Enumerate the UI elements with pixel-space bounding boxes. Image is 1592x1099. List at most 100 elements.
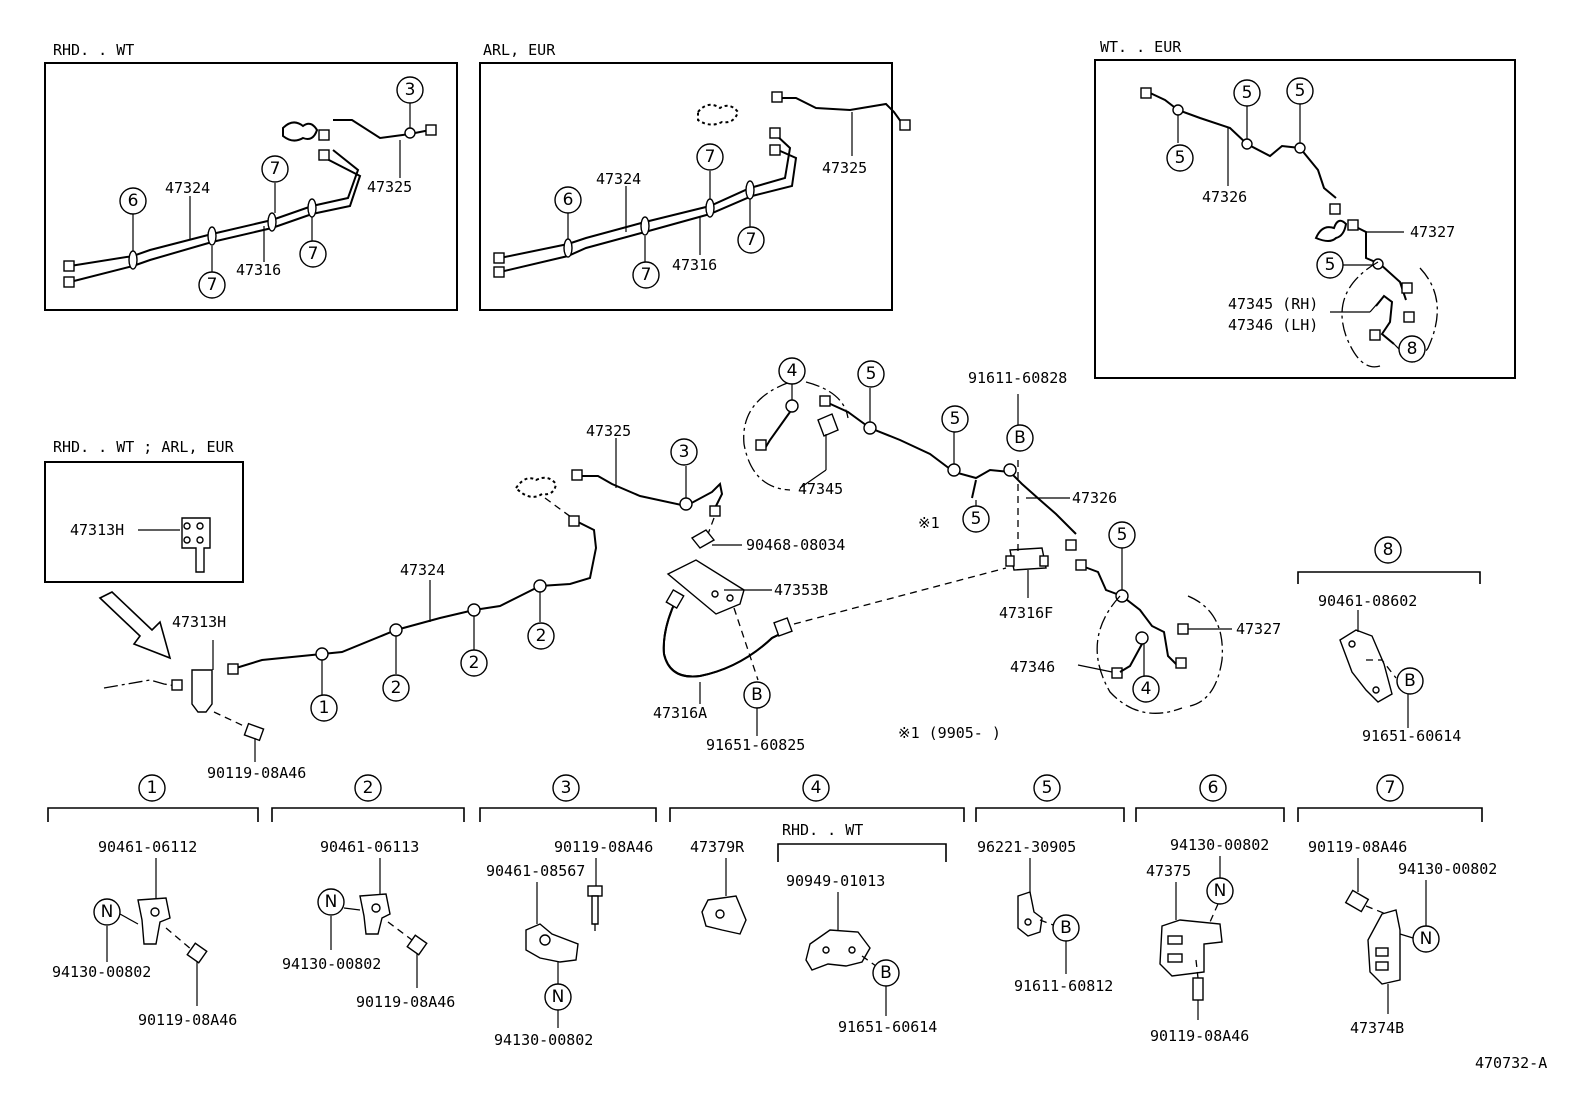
label-47316f: 47316F bbox=[999, 604, 1053, 622]
inset-box-arl-eur bbox=[479, 62, 893, 311]
svg-text:7: 7 bbox=[207, 275, 218, 295]
svg-text:90119-08A46: 90119-08A46 bbox=[554, 838, 653, 856]
svg-text:90119-08A46: 90119-08A46 bbox=[1150, 1027, 1249, 1045]
svg-text:4: 4 bbox=[787, 361, 798, 381]
label-47316-inset1: 47316 bbox=[236, 261, 281, 279]
bracket-47313h-inset bbox=[138, 517, 211, 573]
label-91651-60825: 91651-60825 bbox=[706, 736, 805, 754]
diagram-id: 470732-A bbox=[1475, 1054, 1547, 1072]
inset-title-arl-eur: ARL, EUR bbox=[483, 41, 556, 59]
svg-text:47375: 47375 bbox=[1146, 862, 1191, 880]
callout-6-inset1: 6 bbox=[119, 187, 147, 215]
label-47316-inset2: 47316 bbox=[672, 256, 717, 274]
svg-text:90461-06113: 90461-06113 bbox=[320, 838, 419, 856]
legend-group-4: 4 47379R RHD. . WT 90949-01013 B 91651-6… bbox=[669, 774, 965, 1036]
svg-text:94130-00802: 94130-00802 bbox=[282, 955, 381, 973]
callout-5-main-a: 5 bbox=[857, 360, 885, 388]
svg-text:8: 8 bbox=[1407, 339, 1418, 359]
main-pipes bbox=[103, 381, 1409, 762]
callout-4-main-a: 4 bbox=[778, 357, 806, 385]
inset-title-rhd-wt-arl-eur: RHD. . WT ; ARL, EUR bbox=[53, 438, 235, 456]
svg-text:47374B: 47374B bbox=[1350, 1019, 1404, 1037]
callout-7-inset1-a: 7 bbox=[261, 155, 289, 183]
callout-7-inset2-a: 7 bbox=[696, 143, 724, 171]
label-90468-08034: 90468-08034 bbox=[746, 536, 845, 554]
arrow-indicator bbox=[98, 591, 172, 660]
callout-2-main-b: 2 bbox=[460, 649, 488, 677]
callout-5-inset3-a: 5 bbox=[1233, 79, 1261, 107]
inset-title-wt-eur: WT. . EUR bbox=[1100, 38, 1182, 56]
svg-text:5: 5 bbox=[950, 409, 961, 429]
svg-text:N: N bbox=[325, 892, 338, 912]
label-47346-lh: 47346 (LH) bbox=[1228, 316, 1318, 334]
inset-arl-eur-pipes bbox=[493, 91, 911, 278]
inset-box-rhd-wt bbox=[44, 62, 458, 311]
callout-7-inset1-c: 7 bbox=[299, 240, 327, 268]
cloud-mark bbox=[697, 103, 740, 126]
svg-text:5: 5 bbox=[1295, 81, 1306, 101]
svg-text:B: B bbox=[1404, 671, 1416, 691]
callout-3-inset1: 3 bbox=[396, 76, 424, 104]
callout-b-main-a: B bbox=[1006, 424, 1034, 452]
callout-4-main-b: 4 bbox=[1132, 675, 1160, 703]
svg-text:B: B bbox=[1014, 428, 1026, 448]
svg-text:B: B bbox=[751, 685, 763, 705]
label-91651-60614-main: 91651-60614 bbox=[1362, 727, 1461, 745]
svg-text:6: 6 bbox=[128, 191, 139, 211]
label-47324-inset2: 47324 bbox=[596, 170, 641, 188]
svg-text:90461-06112: 90461-06112 bbox=[98, 838, 197, 856]
svg-text:94130-00802: 94130-00802 bbox=[1170, 836, 1269, 854]
svg-text:2: 2 bbox=[536, 626, 547, 646]
svg-text:N: N bbox=[552, 987, 565, 1007]
svg-text:1: 1 bbox=[319, 698, 330, 718]
svg-text:90119-08A46: 90119-08A46 bbox=[138, 1011, 237, 1029]
svg-text:3: 3 bbox=[405, 80, 416, 100]
svg-text:5: 5 bbox=[1325, 255, 1336, 275]
legend-group-6: 6 94130-00802 47375 N 90119-08A46 bbox=[1135, 774, 1285, 1045]
cloud-mark bbox=[514, 476, 558, 498]
svg-text:5: 5 bbox=[1242, 83, 1253, 103]
label-47325-main: 47325 bbox=[586, 422, 631, 440]
svg-text:4: 4 bbox=[1141, 679, 1152, 699]
callout-3-main: 3 bbox=[670, 438, 698, 466]
legend-group-7: 7 90119-08A46 94130-00802 N 47374B bbox=[1297, 774, 1497, 1037]
svg-text:6: 6 bbox=[563, 190, 574, 210]
callout-7-inset1-b: 7 bbox=[198, 271, 226, 299]
label-47324-main: 47324 bbox=[400, 561, 445, 579]
svg-text:91651-60614: 91651-60614 bbox=[838, 1018, 937, 1036]
svg-text:7: 7 bbox=[1385, 778, 1396, 798]
svg-text:2: 2 bbox=[363, 778, 374, 798]
label-47316a: 47316A bbox=[653, 704, 707, 722]
inset-rhd-wt-pipes bbox=[63, 103, 437, 288]
label-47345-rh: 47345 (RH) bbox=[1228, 295, 1318, 313]
label-47326-main: 47326 bbox=[1072, 489, 1117, 507]
callout-5-inset3-b: 5 bbox=[1286, 77, 1314, 105]
svg-text:7: 7 bbox=[746, 230, 757, 250]
legend-group-3: 3 90119-08A46 90461-08567 N 94130-00802 bbox=[479, 774, 657, 1049]
label-47345-main: 47345 bbox=[798, 480, 843, 498]
svg-text:96221-30905: 96221-30905 bbox=[977, 838, 1076, 856]
callout-b-main-b: B bbox=[743, 681, 771, 709]
svg-text:4: 4 bbox=[811, 778, 822, 798]
svg-text:B: B bbox=[1060, 918, 1072, 938]
svg-text:5: 5 bbox=[971, 509, 982, 529]
svg-text:6: 6 bbox=[1208, 778, 1219, 798]
label-47324-inset1: 47324 bbox=[165, 179, 210, 197]
callout-5-main-b: 5 bbox=[941, 405, 969, 433]
label-91611-60828: 91611-60828 bbox=[968, 369, 1067, 387]
svg-text:7: 7 bbox=[641, 265, 652, 285]
svg-text:90461-08567: 90461-08567 bbox=[486, 862, 585, 880]
svg-text:94130-00802: 94130-00802 bbox=[494, 1031, 593, 1049]
svg-text:3: 3 bbox=[679, 442, 690, 462]
svg-text:5: 5 bbox=[1117, 525, 1128, 545]
svg-text:90949-01013: 90949-01013 bbox=[786, 872, 885, 890]
label-47327-inset3: 47327 bbox=[1410, 223, 1455, 241]
label-47353b: 47353B bbox=[774, 581, 828, 599]
label-90461-08602: 90461-08602 bbox=[1318, 592, 1417, 610]
svg-text:94130-00802: 94130-00802 bbox=[52, 963, 151, 981]
callout-8-inset3: 8 bbox=[1398, 335, 1426, 363]
disc-outline bbox=[743, 381, 849, 491]
inset-box-wt-eur bbox=[1094, 59, 1516, 379]
label-47313h-main: 47313H bbox=[172, 613, 226, 631]
